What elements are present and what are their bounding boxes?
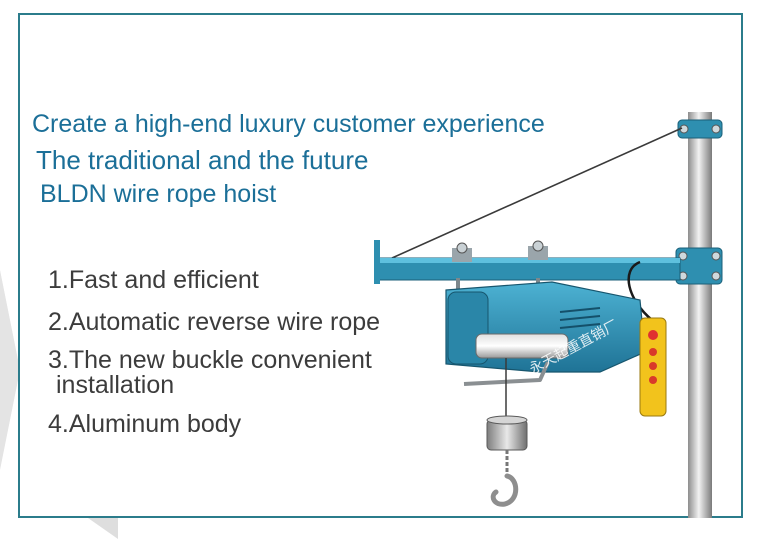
support-pole — [688, 112, 712, 518]
lower-pole-clamp — [675, 247, 723, 285]
headline-line-2: The traditional and the future — [36, 145, 369, 175]
horizontal-boom-arm — [374, 240, 681, 284]
feature-item-1: 1.Fast and efficient — [48, 266, 259, 294]
feature-item-3-continued: installation — [56, 371, 175, 399]
load-weight — [486, 415, 528, 451]
decorative-bottom-triangle — [88, 518, 118, 539]
pendant-cable — [627, 260, 653, 321]
support-tie-rope — [391, 127, 683, 259]
content-frame — [18, 13, 743, 518]
headline-product-name: BLDN wire rope hoist — [40, 180, 277, 208]
headline-line-1: Create a high-end luxury customer experi… — [32, 110, 545, 138]
top-pole-clamp — [677, 119, 723, 139]
decorative-left-triangle — [0, 270, 20, 470]
hook-icon — [490, 450, 519, 507]
rope-drum — [475, 333, 569, 359]
control-pendant — [639, 317, 667, 417]
hoist-guard-rail — [463, 361, 550, 386]
wire-rope-hoist-illustration: 永天起重直销厂 — [374, 112, 723, 518]
feature-item-3: 3.The new buckle convenient — [48, 346, 372, 374]
feature-item-2: 2.Automatic reverse wire rope — [48, 308, 381, 336]
feature-item-4: 4.Aluminum body — [48, 410, 242, 438]
